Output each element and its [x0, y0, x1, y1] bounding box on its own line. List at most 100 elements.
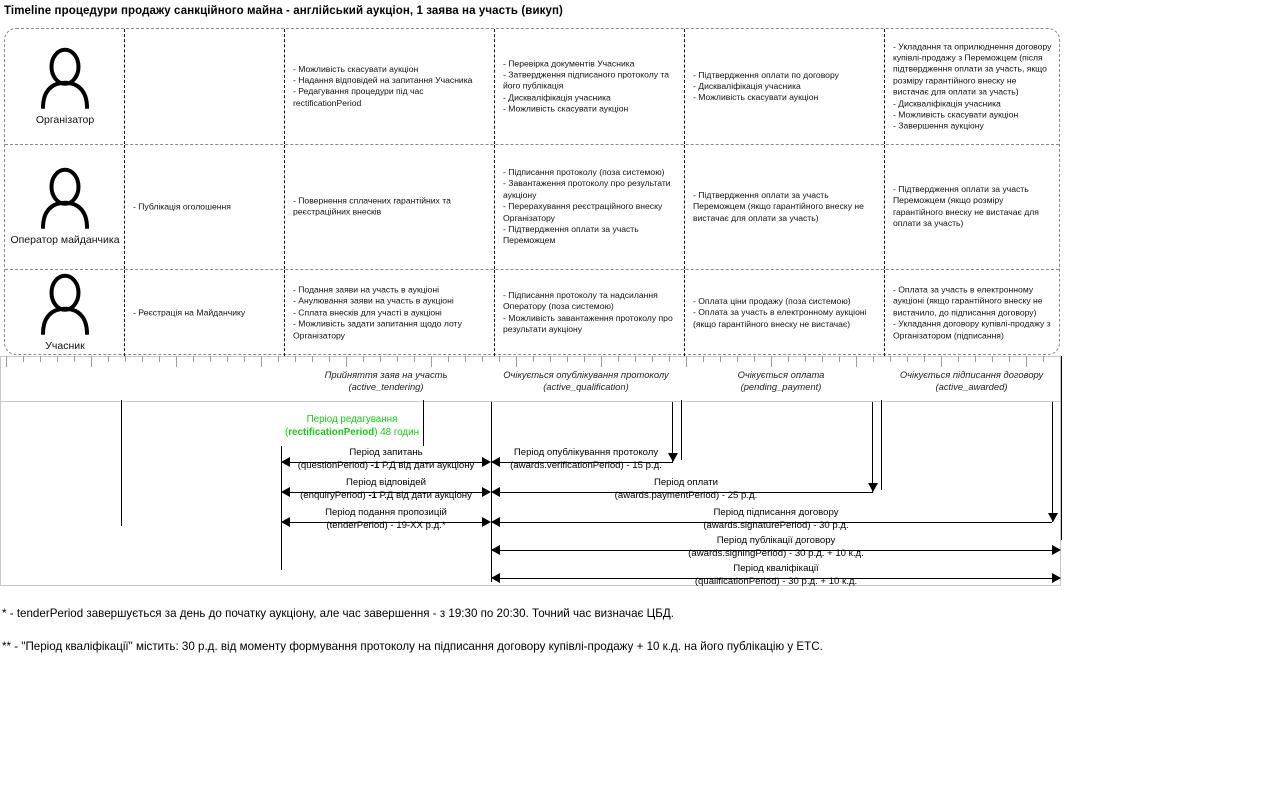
ruler-tick — [584, 356, 585, 362]
period-rectification: Період редагування (rectificationPeriod)… — [281, 414, 423, 444]
task-item: - Анулювання заяви на участь в аукціоні — [293, 295, 454, 306]
task-list: - Подання заяви на участь в аукціоні - А… — [293, 284, 486, 341]
ruler-tick — [618, 356, 619, 362]
period-qualification: Період кваліфікації (qualificationPeriod… — [491, 563, 1061, 594]
ruler-tick — [669, 356, 670, 362]
period-label-key: rectificationPeriod — [288, 426, 375, 438]
period-signing: Період публікації договору (awards.signi… — [491, 535, 1061, 566]
actor-cell-organizer: Організатор — [5, 29, 125, 144]
actor-label: Оператор майданчика — [10, 234, 120, 247]
period-label-line1: Період відповідей — [346, 477, 426, 488]
task-list: - Підтвердження оплати по договору - Дис… — [693, 69, 876, 103]
period-enquiry: Період відповідей (enquiryPeriod) -1 Р.Д… — [281, 477, 491, 508]
ruler-tick — [567, 356, 568, 362]
status-pending-payment: Очікується оплата (pending_payment) — [681, 368, 881, 402]
ruler-tick — [873, 356, 874, 362]
period-tender: Період подання пропозицій (tenderPeriod)… — [281, 507, 491, 538]
timeline-ruler — [1, 356, 1060, 367]
task-item: - Перерахування реєстраційного внеску Ор… — [503, 201, 663, 223]
ruler-tick — [465, 356, 466, 362]
status-active-awarded: Очікується підписання договору (active_a… — [881, 368, 1062, 402]
lane-cell-operator-0: - Публікація оголошення — [125, 145, 285, 269]
ruler-tick — [958, 356, 959, 362]
status-band: Прийняття заяв на участь (active_tenderi… — [0, 356, 1061, 402]
ruler-tick — [295, 356, 296, 362]
task-item: - Дискваліфікація учасника — [893, 97, 1001, 108]
period-label-line1: Період редагування — [306, 414, 398, 425]
period-label-line2-post: ) 48 годин — [374, 426, 420, 438]
period-label-line1: Період підписання договору — [713, 507, 839, 518]
task-item: - Подання заяви на участь в аукціоні — [293, 284, 439, 295]
lane-cell-participant-1: - Подання заяви на участь в аукціоні - А… — [285, 270, 495, 356]
period-label-line2: (tenderPeriod) - 19-XX р.д.* — [326, 519, 446, 531]
ruler-tick — [754, 356, 755, 362]
ruler-tick — [601, 356, 602, 367]
ruler-tick — [312, 356, 313, 362]
period-label-line2: (awards.paymentPeriod) - 25 р.д. — [614, 489, 758, 501]
task-item: - Завершення аукціону — [893, 120, 984, 131]
status-code: (pending_payment) — [740, 381, 822, 392]
task-item: - Оплата за участь в електронному аукціо… — [893, 284, 1043, 318]
task-item: - Публікація оголошення — [133, 201, 231, 212]
task-item: - Редагування процедури під час rectific… — [293, 86, 424, 108]
lane-cell-operator-2: - Підписання протоколу (поза системою) -… — [495, 145, 685, 269]
task-list: - Оплата за участь в електронному аукціо… — [893, 284, 1053, 341]
lane-cell-participant-0: - Реєстрація на Майданчику — [125, 270, 285, 356]
ruler-tick — [499, 356, 500, 362]
lane-cell-participant-2: - Підписання протоколу та надсилання Опе… — [495, 270, 685, 356]
ruler-tick — [941, 356, 942, 367]
actor-organizer: Організатор — [5, 46, 125, 126]
status-name: Очікується опублікування протоколу — [503, 369, 669, 380]
page-title: Timeline процедури продажу санкційного м… — [4, 5, 563, 17]
ruler-tick — [635, 356, 636, 362]
task-item: - Підтвердження оплати за участь Перемож… — [893, 184, 1039, 229]
task-item: - Дискваліфікація учасника — [693, 80, 801, 91]
actor-operator: Оператор майданчика — [5, 167, 125, 247]
actor-label: Організатор — [35, 113, 95, 126]
period-label-line1: Період подання пропозицій — [325, 507, 447, 518]
ruler-tick — [839, 356, 840, 362]
task-item: - Перевірка документів Учасника — [503, 57, 635, 68]
ruler-tick — [57, 356, 58, 362]
status-active-qualification: Очікується опублікування протоколу (acti… — [491, 368, 681, 402]
status-code: (active_tendering) — [348, 381, 424, 392]
lane-cell-participant-4: - Оплата за участь в електронному аукціо… — [885, 270, 1061, 356]
ruler-tick — [210, 356, 211, 362]
lane-cell-operator-4: - Підтвердження оплати за участь Перемож… — [885, 145, 1061, 269]
status-active-tendering: Прийняття заяв на участь (active_tenderi… — [281, 368, 491, 402]
ruler-tick — [40, 356, 41, 362]
task-item: - Можливість задати запитання щодо лоту … — [293, 318, 462, 341]
ruler-tick — [924, 356, 925, 362]
ruler-tick — [380, 356, 381, 362]
task-list: - Підписання протоколу (поза системою) -… — [503, 167, 676, 247]
ruler-tick — [482, 356, 483, 362]
ruler-tick — [108, 356, 109, 362]
ruler-tick — [992, 356, 993, 362]
phase-separator-end — [1061, 356, 1062, 540]
task-item: - Оплата за участь в електронному аукціо… — [693, 307, 867, 329]
period-label-line1: Період запитань — [349, 447, 423, 458]
task-item: - Дискваліфікація учасника — [503, 92, 611, 103]
task-item: - Можливість скасувати аукціон — [693, 92, 819, 103]
phase-separator-rectification-end — [423, 400, 424, 446]
status-name: Очікується підписання договору — [899, 369, 1044, 380]
lane-cell-operator-1: - Повернення сплачених гарантійних та ре… — [285, 145, 495, 269]
ruler-tick — [363, 356, 364, 362]
task-item: - Підтвердження оплати за участь Перемож… — [503, 224, 639, 246]
period-label-line2-pre: ( — [284, 426, 289, 438]
lane-cell-participant-3: - Оплата ціни продажу (поза системою) - … — [685, 270, 885, 356]
task-item: - Оплата ціни продажу (поза системою) — [693, 295, 851, 306]
period-label-line2: (awards.signaturePeriod) - 30 р.д. — [703, 519, 849, 531]
swimlane-diagram: Організатор - Можливість скасувати аукці… — [4, 28, 1061, 356]
ruler-tick — [856, 356, 857, 367]
ruler-tick — [244, 356, 245, 362]
status-code: (active_awarded) — [935, 381, 1008, 392]
timeline-arrows: Період редагування (rectificationPeriod)… — [0, 356, 1062, 587]
ruler-tick — [125, 356, 126, 362]
ruler-tick — [771, 356, 772, 367]
period-label-line1: Період публікації договору — [716, 535, 836, 546]
period-label-line2: (awards.signingPeriod) - 30 р.д. + 10 к.… — [688, 547, 864, 559]
task-list: - Підтвердження оплати за участь Перемож… — [893, 184, 1053, 230]
task-item: - Надання відповідей на запитання Учасни… — [293, 75, 473, 86]
status-name: Прийняття заяв на участь — [324, 369, 448, 380]
